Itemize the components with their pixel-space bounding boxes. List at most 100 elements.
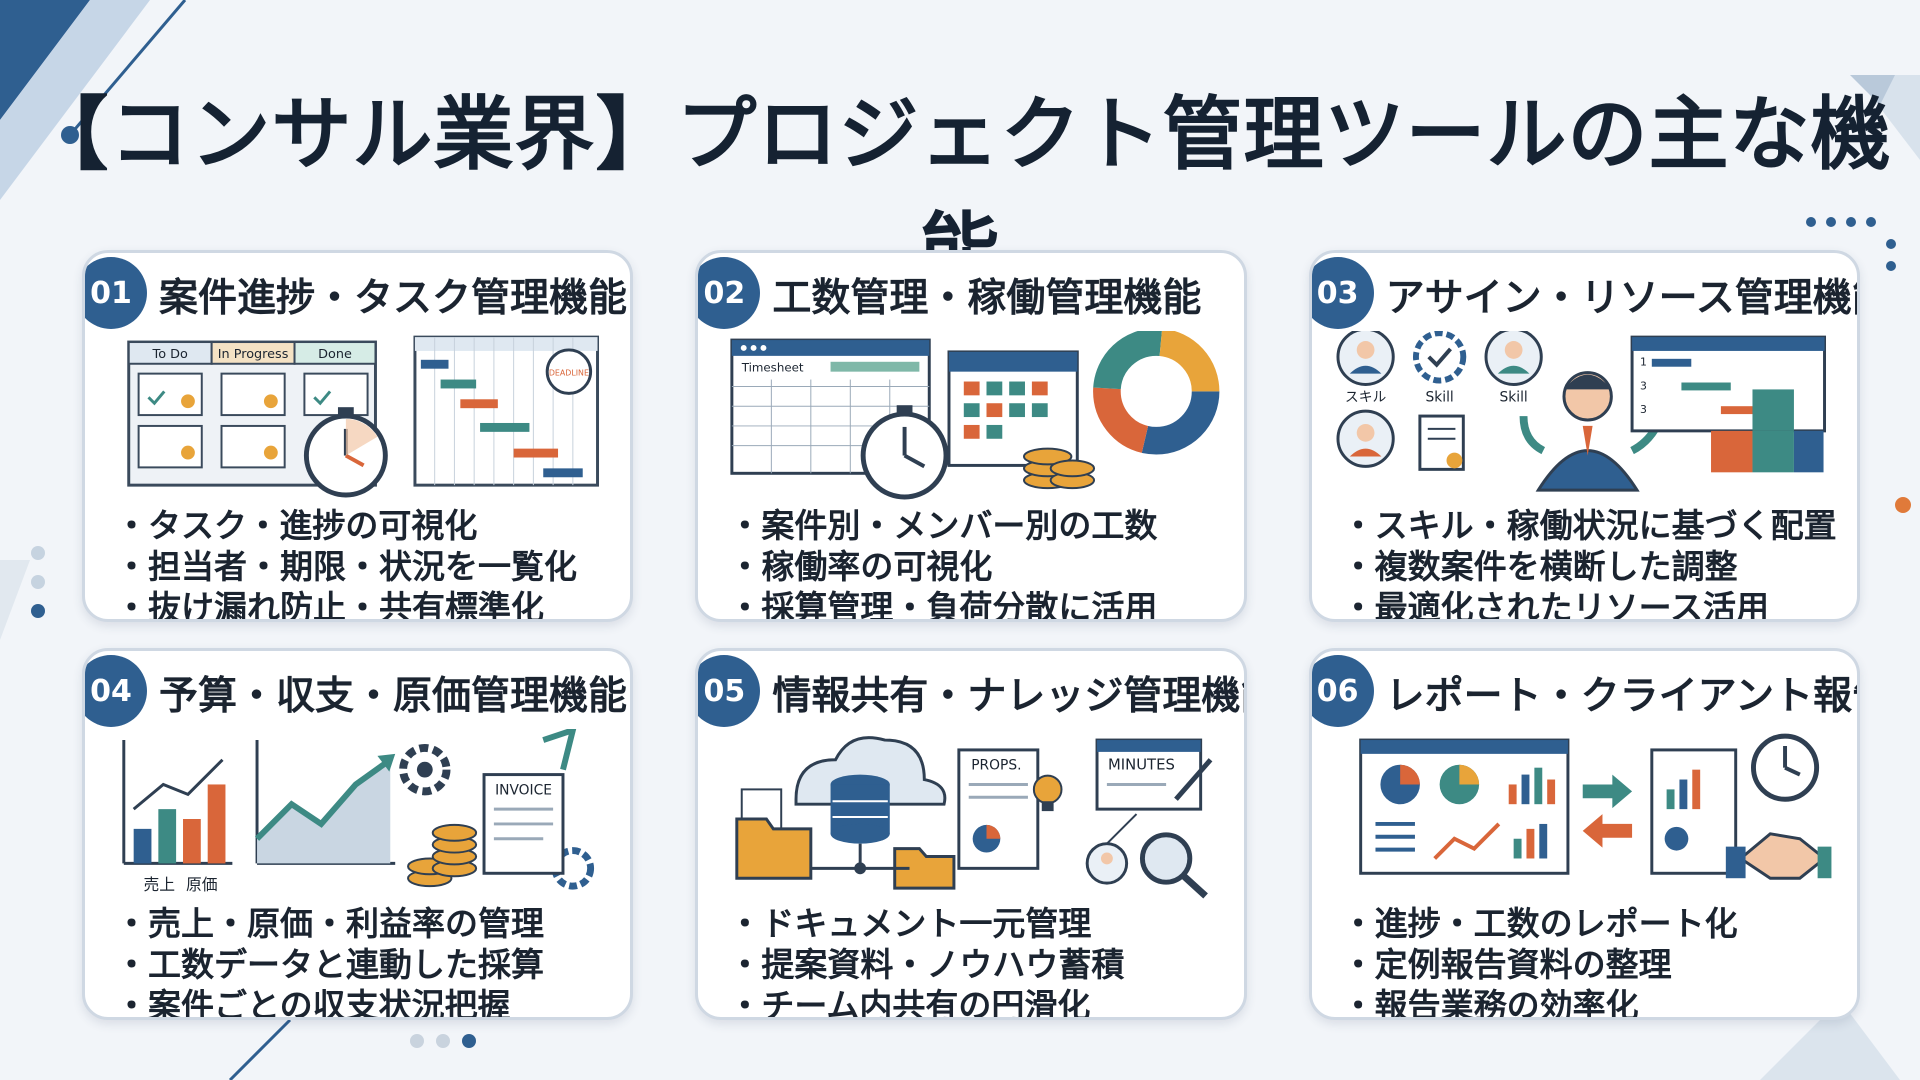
card-title: 案件進捗・タスク管理機能: [159, 276, 628, 321]
card-bullets: タスク・進捗の可視化 担当者・期限・状況を一覧化 抜け漏れ防止・共有標準化: [115, 505, 577, 619]
deadline-label: DEADLINE: [549, 369, 589, 378]
dashboard-icon: [1358, 738, 1570, 875]
puzzle-icon: [1710, 389, 1824, 473]
stopwatch-icon: [303, 407, 388, 498]
coins-icon: [1023, 447, 1096, 490]
card-illustration: To Do In Progress Done: [109, 331, 612, 511]
invoice-label: INVOICE: [495, 782, 552, 798]
card-illustration: Timesheet: [722, 328, 1225, 511]
kanban-col-todo: To Do: [152, 347, 188, 362]
bullet-item: 採算管理・負荷分散に活用: [728, 587, 1157, 619]
skill-label: スキル: [1345, 389, 1387, 405]
card-number-badge: 05: [698, 655, 761, 727]
manager-icon: [1519, 371, 1666, 492]
bullet-item: 報告業務の効率化: [1342, 985, 1738, 1017]
calendar-icon: [947, 350, 1080, 467]
user-icon: Skill: [1484, 327, 1543, 405]
skill-gear-icon: Skill: [1412, 330, 1466, 405]
bullet-item: タスク・進捗の可視化: [115, 505, 577, 546]
pager-dot: [436, 1034, 450, 1048]
bullet-item: 提案資料・ノウハウ蓄積: [728, 944, 1124, 985]
kanban-col-inprogress: In Progress: [218, 347, 289, 362]
feature-card-knowledge: 05 情報共有・ナレッジ管理機能: [695, 648, 1247, 1020]
bullet-item: 最適化されたリソース活用: [1342, 587, 1837, 619]
card-bullets: ドキュメント一元管理 提案資料・ノウハウ蓄積 チーム内共有の円滑化: [728, 903, 1124, 1017]
card-number-badge: 03: [1311, 257, 1374, 329]
handshake-icon: [1725, 832, 1832, 880]
card-header: 01 案件進捗・タスク管理機能: [85, 253, 630, 331]
card-bullets: 案件別・メンバー別の工数 稼働率の可視化 採算管理・負荷分散に活用: [728, 505, 1157, 619]
clock-icon: [1750, 733, 1819, 802]
row-label: 3: [1640, 379, 1647, 392]
card-number-badge: 02: [698, 257, 761, 329]
row-label: 1: [1640, 356, 1647, 369]
schedule-grid-icon: 1 3 3: [1630, 335, 1826, 433]
bullet-item: 工数データと連動した採算: [115, 944, 544, 985]
bullet-item: 定例報告資料の整理: [1342, 944, 1738, 985]
card-bullets: 売上・原価・利益率の管理 工数データと連動した採算 案件ごとの収支状況把握: [115, 903, 544, 1017]
chart-label-cost: 原価: [186, 875, 218, 894]
coins-icon: [407, 823, 478, 888]
area-chart-icon: [254, 740, 396, 865]
pager-dot-active: [462, 1034, 476, 1048]
bar-chart-icon: 売上 原価: [122, 740, 233, 894]
feature-card-workload: 02 工数管理・稼働管理機能 Timesheet: [695, 250, 1247, 622]
slide-pager: [410, 1034, 476, 1048]
card-title: 工数管理・稼働管理機能: [772, 276, 1202, 321]
card-illustration: [1336, 729, 1839, 909]
search-icon: [1086, 813, 1209, 899]
bullet-item: 抜け漏れ防止・共有標準化: [115, 587, 577, 619]
bullet-item: 案件別・メンバー別の工数: [728, 505, 1157, 546]
folder-icon: [735, 788, 956, 890]
bullet-item: 複数案件を横断した調整: [1342, 546, 1837, 587]
feature-grid: 01 案件進捗・タスク管理機能 To Do In Progress Done: [82, 250, 1860, 1020]
row-label: 3: [1640, 403, 1647, 416]
feature-card-report: 06 レポート・クライアント報告機能: [1308, 648, 1860, 1020]
chart-label-sales: 売上: [144, 875, 176, 894]
bullet-item: 稼働率の可視化: [728, 546, 1157, 587]
card-number-badge: 04: [85, 655, 147, 727]
pager-dot: [410, 1034, 424, 1048]
skill-label: Skill: [1425, 389, 1453, 405]
bullet-item: ドキュメント一元管理: [728, 903, 1124, 944]
cloud-database-icon: [794, 736, 947, 875]
card-title: レポート・クライアント報告機能: [1385, 674, 1857, 719]
card-title: 予算・収支・原価管理機能: [159, 674, 628, 719]
donut-chart-icon: [1093, 328, 1220, 455]
bullet-item: スキル・稼働状況に基づく配置: [1342, 505, 1837, 546]
card-number-badge: 01: [85, 257, 147, 329]
card-title: アサイン・リソース管理機能: [1385, 276, 1860, 321]
card-header: 05 情報共有・ナレッジ管理機能: [698, 651, 1247, 729]
card-header: 02 工数管理・稼働管理機能: [698, 253, 1243, 331]
card-illustration: 売上 原価: [109, 725, 612, 909]
lightbulb-icon: [1033, 774, 1063, 812]
card-bullets: スキル・稼働状況に基づく配置 複数案件を横断した調整 最適化されたリソース活用: [1342, 505, 1837, 619]
minutes-label: MINUTES: [1108, 757, 1175, 774]
resume-icon: [1418, 414, 1465, 471]
bullet-item: チーム内共有の円滑化: [728, 985, 1124, 1017]
card-bullets: 進捗・工数のレポート化 定例報告資料の整理 報告業務の効率化: [1342, 903, 1738, 1017]
feature-card-task: 01 案件進捗・タスク管理機能 To Do In Progress Done: [82, 250, 634, 622]
stopwatch-icon: [860, 405, 949, 500]
skill-label: Skill: [1499, 389, 1527, 405]
feature-card-resource: 03 アサイン・リソース管理機能 スキル Skill: [1308, 250, 1860, 622]
bullet-item: 案件ごとの収支状況把握: [115, 985, 544, 1017]
proposal-doc-icon: PROPS.: [957, 748, 1040, 870]
card-header: 03 アサイン・リソース管理機能: [1311, 253, 1860, 331]
card-header: 06 レポート・クライアント報告機能: [1311, 651, 1857, 729]
bullet-item: 売上・原価・利益率の管理: [115, 903, 544, 944]
props-label: PROPS.: [972, 758, 1022, 774]
gantt-chart-icon: DEADLINE: [413, 335, 600, 487]
card-header: 04 予算・収支・原価管理機能: [85, 651, 630, 729]
card-illustration: スキル Skill Skill: [1336, 327, 1839, 511]
timesheet-label: Timesheet: [741, 361, 804, 375]
arrows-exchange-icon: [1582, 774, 1632, 848]
card-title: 情報共有・ナレッジ管理機能: [772, 674, 1247, 719]
card-number-badge: 06: [1311, 655, 1374, 727]
invoice-icon: INVOICE: [482, 725, 578, 875]
feature-card-budget: 04 予算・収支・原価管理機能 売上 原価: [82, 648, 634, 1020]
card-illustration: PROPS. MINUTES: [722, 729, 1225, 909]
bullet-item: 進捗・工数のレポート化: [1342, 903, 1738, 944]
bullet-item: 担当者・期限・状況を一覧化: [115, 546, 577, 587]
user-icon: スキル: [1336, 327, 1395, 468]
